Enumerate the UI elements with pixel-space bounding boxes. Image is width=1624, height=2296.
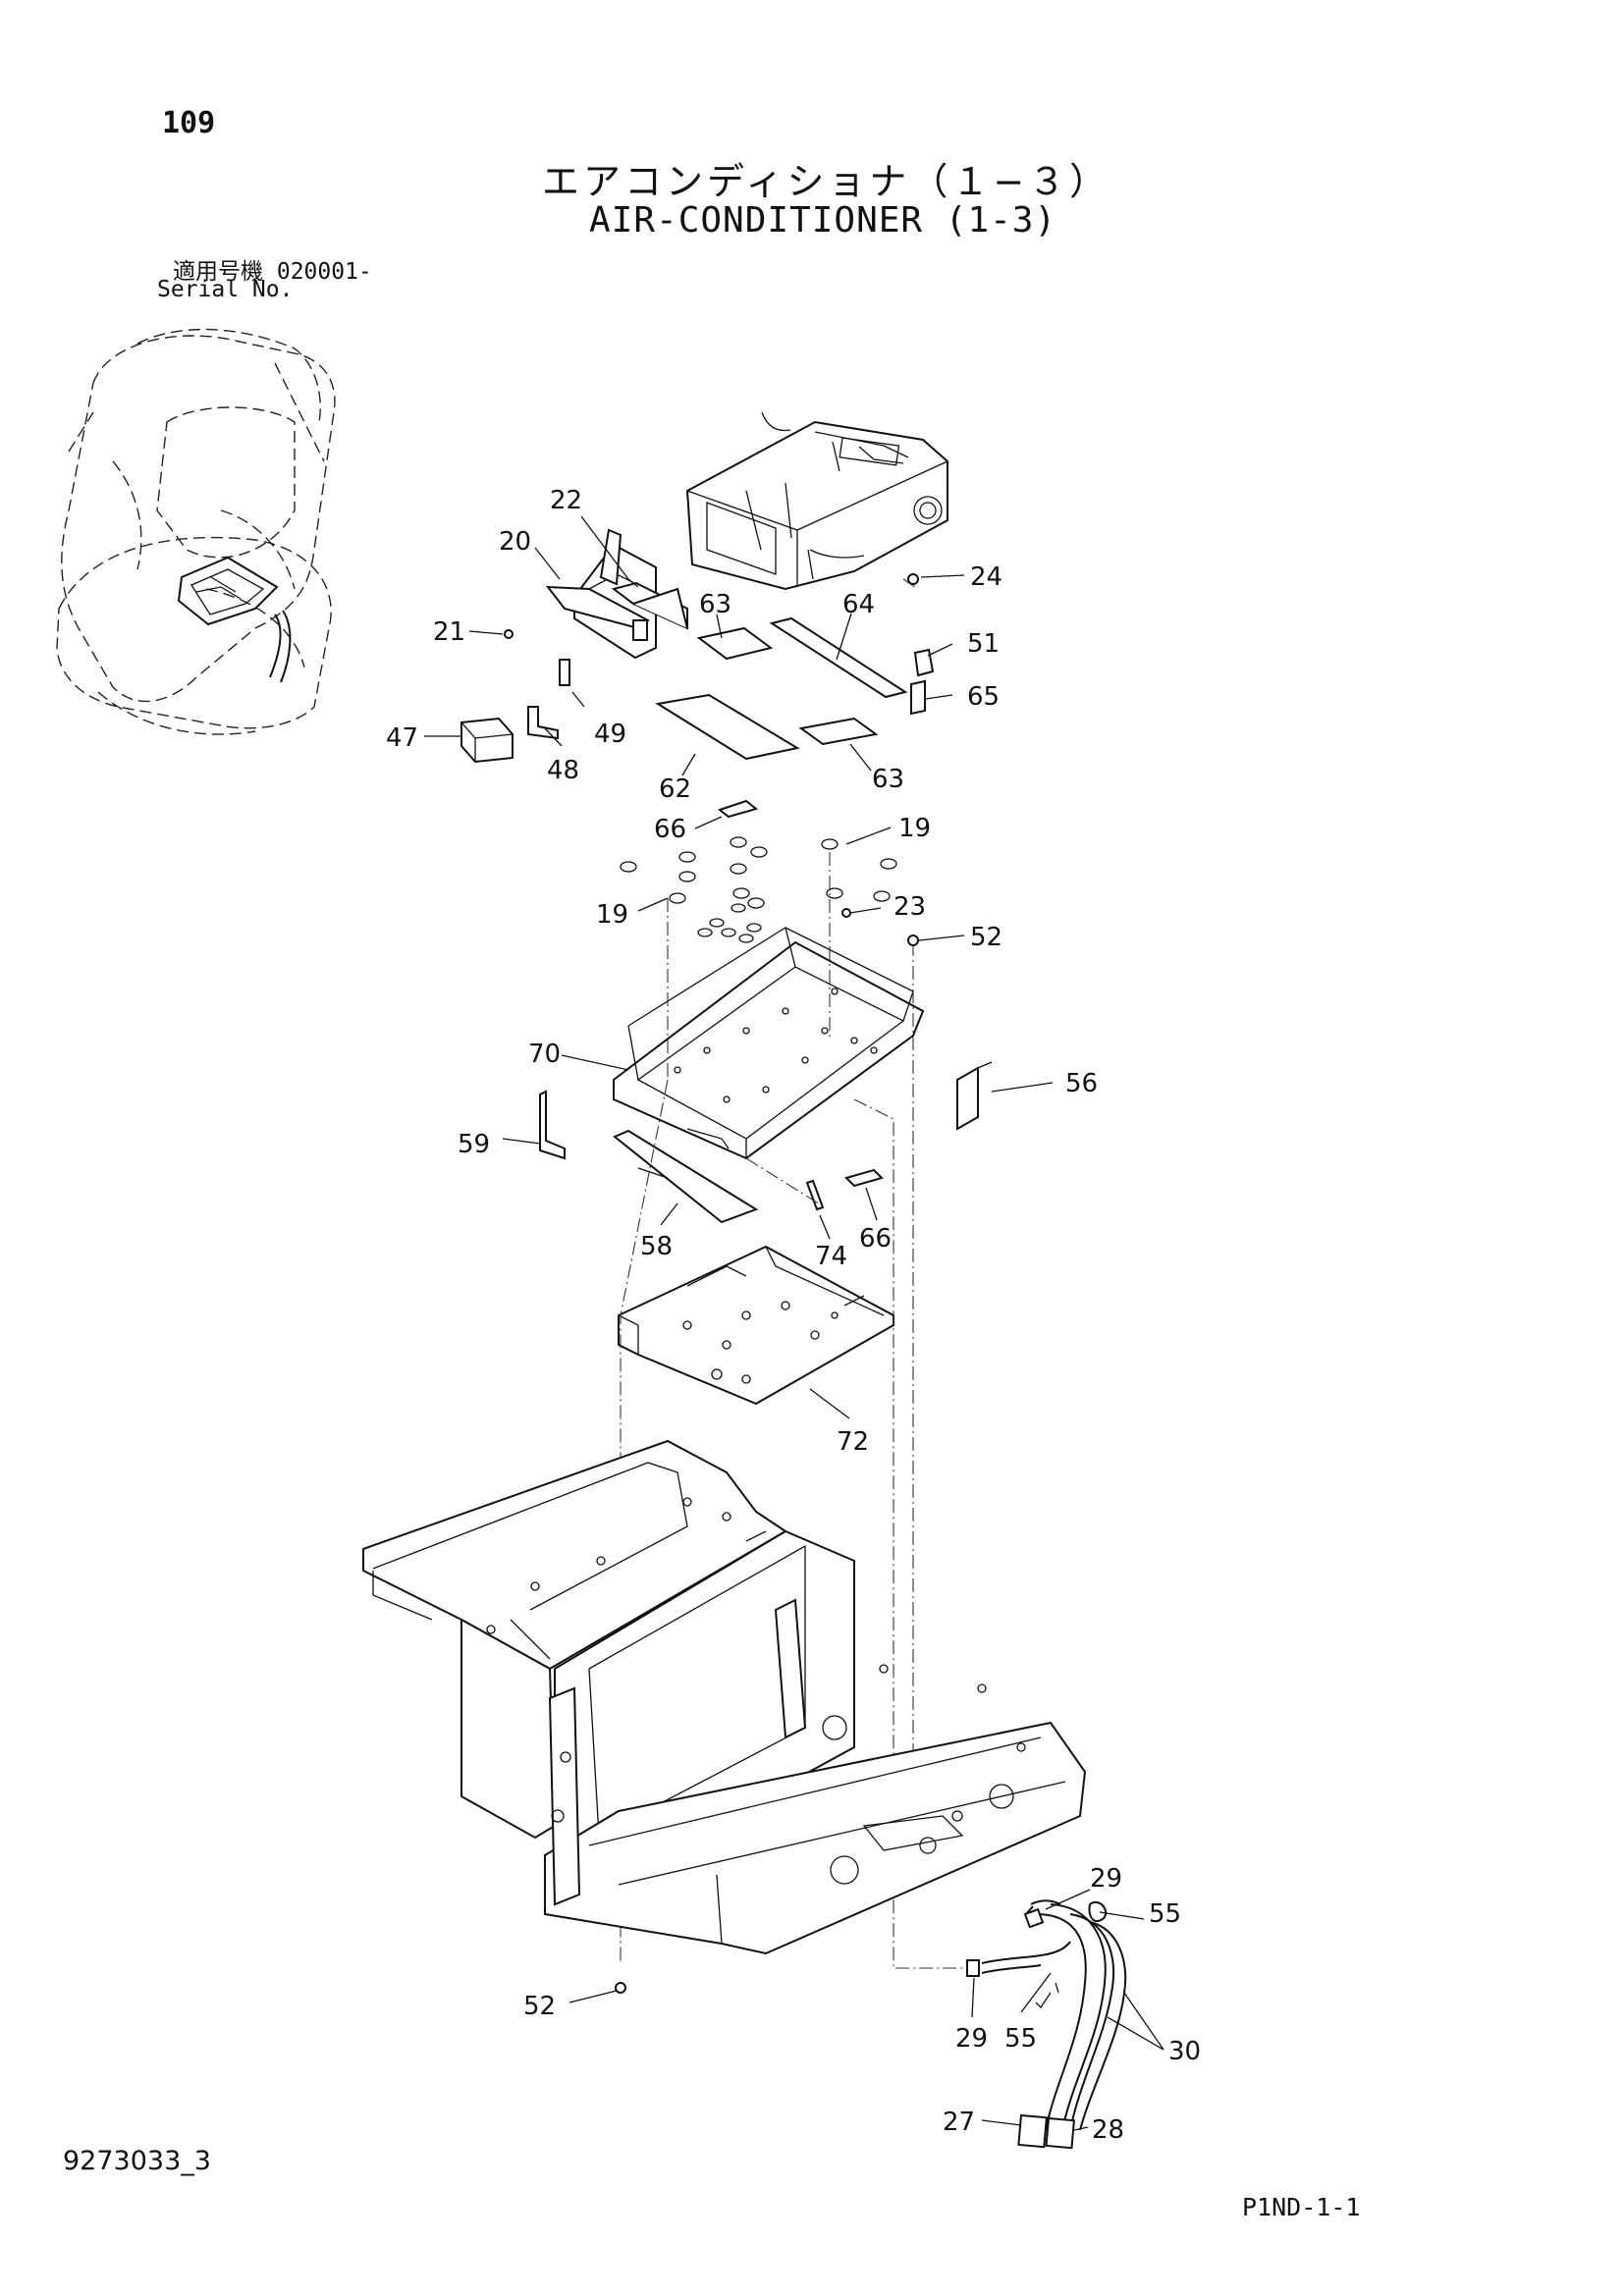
bracket-parts	[545, 528, 688, 660]
callout-22: 22	[550, 486, 582, 515]
leader-lines	[424, 515, 1164, 2131]
callout-49: 49	[594, 720, 626, 749]
callout-70: 70	[528, 1040, 561, 1069]
callout-63-lower: 63	[872, 765, 904, 794]
callout-63-upper: 63	[699, 590, 731, 619]
callout-55-upper: 55	[1149, 1899, 1181, 1929]
callout-64: 64	[842, 590, 875, 619]
air-conditioner-unit	[685, 411, 948, 591]
drain-hoses	[966, 1899, 1127, 2150]
callout-28: 28	[1092, 2115, 1124, 2145]
callout-66-upper: 66	[654, 815, 686, 844]
callout-19-right: 19	[898, 814, 931, 843]
small-parts	[460, 648, 935, 764]
callout-47: 47	[386, 723, 418, 753]
page-number: 109	[162, 106, 216, 140]
side-panels	[539, 1061, 993, 1224]
clip-and-pad	[805, 1168, 884, 1211]
callout-74: 74	[815, 1242, 847, 1271]
callout-52-lower: 52	[523, 1992, 556, 2021]
serial-number-label-japanese: 適用号機 020001-	[173, 259, 372, 285]
callout-51: 51	[967, 629, 1000, 659]
document-number: 9273033_3	[63, 2146, 211, 2176]
callout-62: 62	[659, 774, 691, 804]
callout-30: 30	[1168, 2037, 1201, 2066]
callout-20: 20	[499, 527, 531, 557]
callout-21: 21	[433, 617, 465, 647]
callout-58: 58	[640, 1232, 673, 1261]
rubber-plugs	[620, 836, 897, 943]
callout-59: 59	[458, 1130, 490, 1159]
callout-65: 65	[967, 682, 1000, 712]
callout-66-lower: 66	[859, 1224, 892, 1254]
callout-29-lower: 29	[955, 2024, 988, 2054]
thumbnail-aircon-unit	[177, 556, 292, 683]
main-frame	[362, 1439, 1087, 1955]
callout-numbers: 22 20 24 21 63 64 51 65 47 49 48 62 63 6…	[386, 486, 1201, 2145]
callout-27: 27	[943, 2108, 975, 2137]
callout-48: 48	[547, 756, 579, 785]
callout-23: 23	[893, 892, 926, 922]
fasteners	[504, 573, 919, 1994]
title-english: AIR-CONDITIONER (1-3)	[589, 200, 1057, 240]
callout-24: 24	[970, 562, 1002, 592]
page-reference: P1ND-1-1	[1242, 2193, 1361, 2221]
title-japanese: エアコンディショナ（１−３）	[542, 160, 1111, 203]
callout-56: 56	[1065, 1069, 1098, 1098]
callout-72: 72	[837, 1427, 869, 1457]
location-thumbnail	[56, 328, 336, 735]
mounting-tray	[613, 926, 925, 1160]
floor-plate	[618, 1245, 894, 1406]
callout-29-upper: 29	[1090, 1864, 1122, 1894]
callout-55-lower: 55	[1004, 2024, 1037, 2054]
serial-number-label-english: Serial No.	[157, 277, 294, 302]
insulation-pads	[655, 616, 908, 819]
callout-19-left: 19	[596, 900, 628, 930]
callout-52-upper: 52	[970, 923, 1002, 952]
